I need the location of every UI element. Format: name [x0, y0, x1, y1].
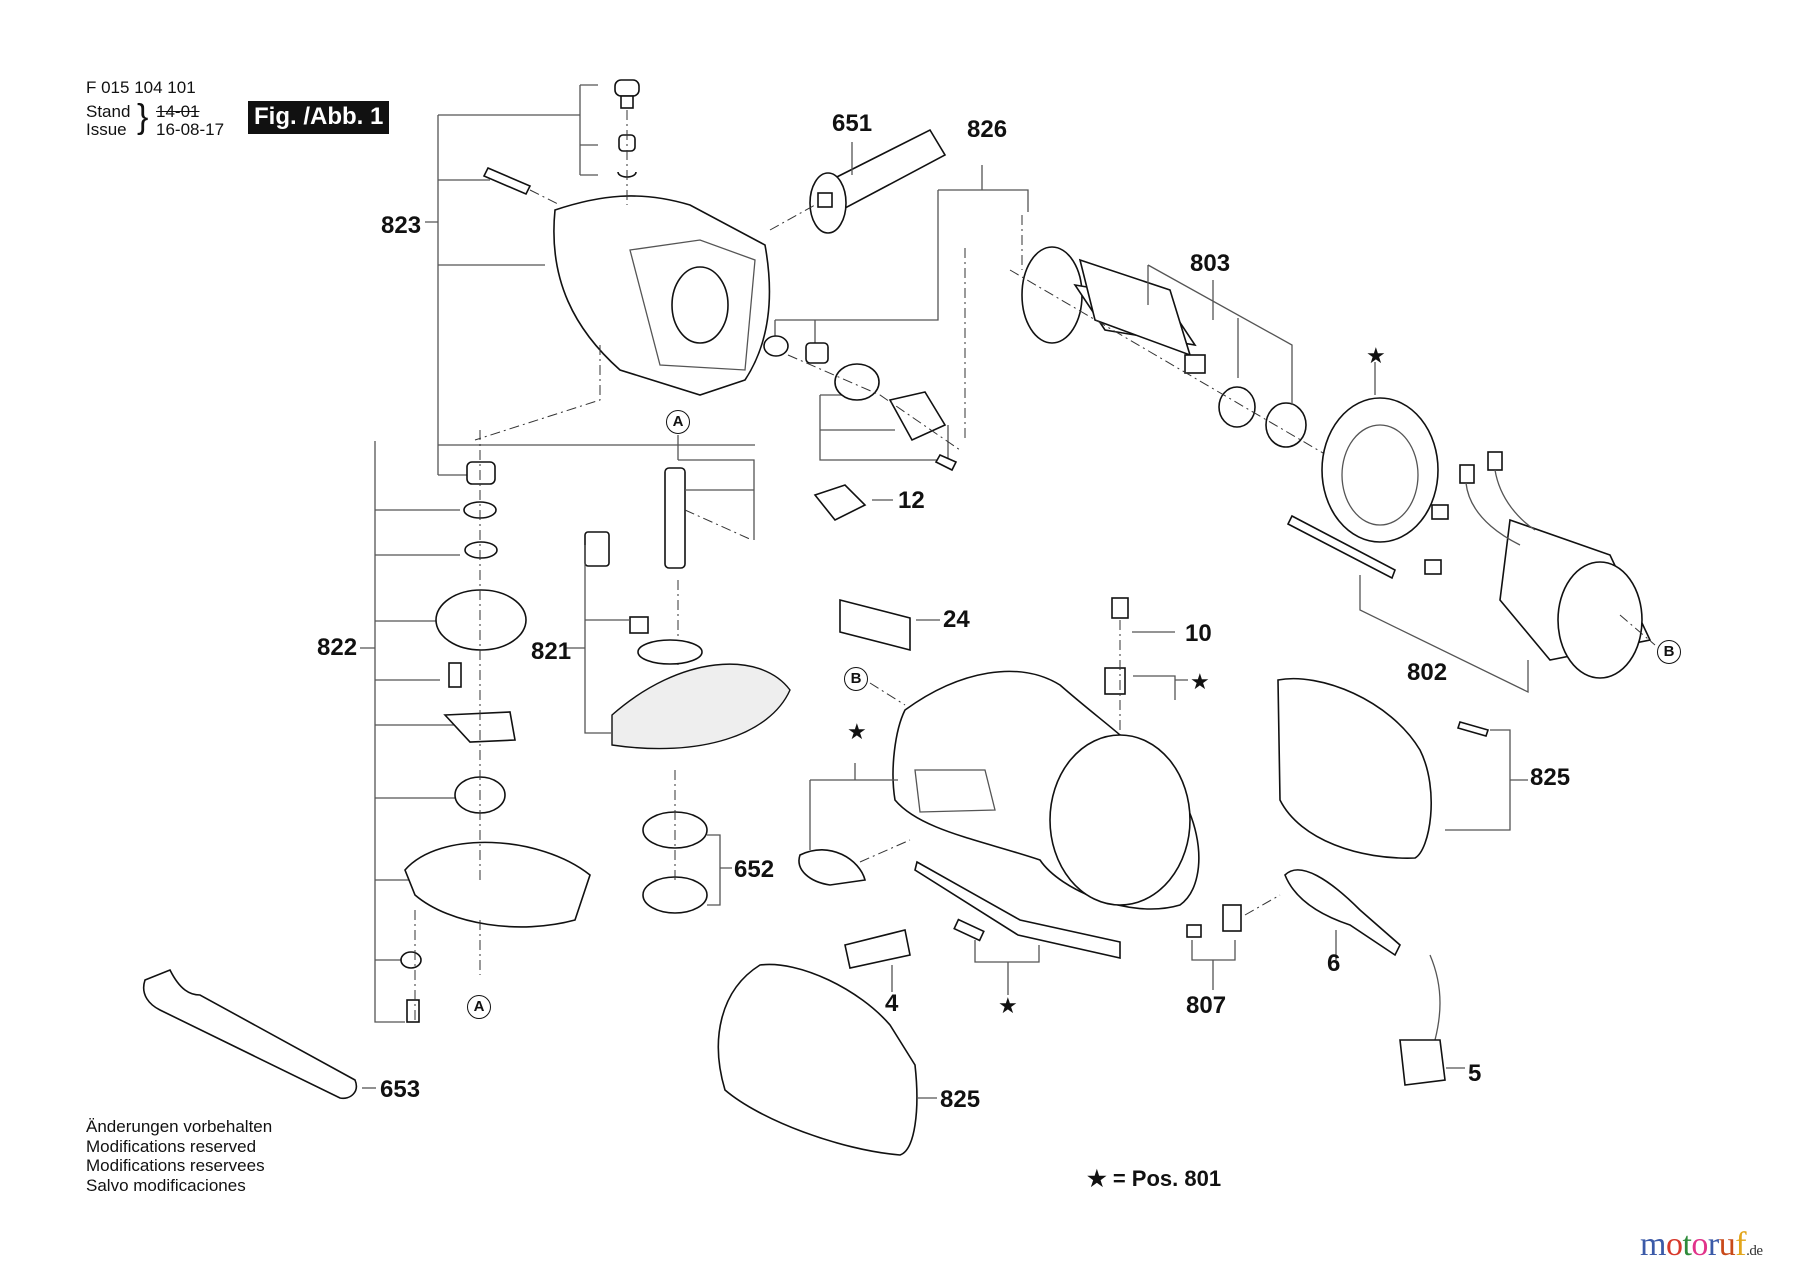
note-line: Modifications reserved: [86, 1136, 257, 1156]
switch-paddle: [798, 849, 866, 886]
note-line: Modifications reservees: [86, 1156, 265, 1175]
watermark-letter: u: [1718, 1226, 1736, 1263]
callout-823[interactable]: 823: [381, 212, 422, 239]
gear-stack: [400, 461, 591, 1023]
note-line: Änderungen vorbehalten: [86, 1117, 273, 1136]
motor-housing: [892, 670, 1200, 910]
star-marker-brush: ★: [1190, 669, 1210, 694]
watermark-letter: r: [1707, 1226, 1719, 1263]
gear-head-housing: [553, 195, 771, 396]
rear-handle-cover-bottom: [717, 963, 918, 1156]
callout-4[interactable]: 4: [885, 990, 899, 1017]
callout-6[interactable]: 6: [1327, 950, 1341, 977]
watermark-letter: o: [1665, 1226, 1683, 1263]
armature: [1021, 246, 1307, 448]
flange-nuts: [642, 811, 708, 914]
star-marker-fan-baffle: ★: [1366, 343, 1386, 368]
callout-651[interactable]: 651: [832, 110, 873, 137]
callout-802[interactable]: 802: [1407, 659, 1448, 686]
figure-badge: Fig. /Abb. 1: [248, 101, 390, 134]
star-marker-switch-group: ★: [847, 719, 867, 744]
pin-wrench: [142, 968, 358, 1100]
spindle: [664, 467, 686, 569]
star-legend: ★ = Pos. 801: [1087, 1166, 1222, 1191]
watermark-logo[interactable]: motoruf.de: [1640, 1226, 1763, 1264]
callout-10[interactable]: 10: [1185, 620, 1212, 647]
note-line: Salvo modificaciones: [86, 1175, 246, 1195]
document-number: F 015 104 101: [86, 78, 196, 97]
auxiliary-handle: [809, 128, 947, 234]
brush-holder-10: [1104, 597, 1129, 695]
callout-822[interactable]: 822: [317, 634, 358, 661]
rear-handle-cover-right: [1277, 677, 1432, 859]
interference-suppressor-24: [839, 598, 911, 652]
stand-value-struck: 14-01: [156, 102, 200, 121]
watermark-suffix: .de: [1746, 1243, 1763, 1259]
callout-653[interactable]: 653: [380, 1076, 421, 1103]
cable-clamp-807: [1186, 904, 1242, 938]
modification-notes: Änderungen vorbehalten Modifications res…: [86, 1117, 272, 1195]
issue-value: 16-08-17: [156, 120, 225, 139]
watermark-letter: m: [1640, 1226, 1666, 1263]
brace-icon: }: [137, 98, 149, 136]
spindle-lock-button: [614, 79, 640, 178]
issue-label: Issue: [86, 120, 127, 139]
cord-guard-6: [1284, 869, 1401, 957]
callout-652[interactable]: 652: [734, 856, 775, 883]
callout-825-right[interactable]: 825: [1530, 764, 1571, 791]
callout-826[interactable]: 826: [967, 116, 1008, 143]
callout-12[interactable]: 12: [898, 487, 925, 514]
watermark-letter: f: [1735, 1226, 1747, 1263]
screw-823: [482, 166, 532, 196]
callout-24[interactable]: 24: [943, 606, 970, 633]
callout-821[interactable]: 821: [531, 638, 572, 665]
leader-823: [425, 84, 755, 476]
leader-822: [360, 441, 460, 1023]
leader-826: [774, 165, 1029, 461]
star-marker-rod-group: ★: [998, 993, 1018, 1018]
callout-5[interactable]: 5: [1468, 1060, 1482, 1087]
callout-825-bottom[interactable]: 825: [940, 1086, 981, 1113]
reference-b-housing[interactable]: B: [844, 667, 868, 691]
capacitor-12: [813, 484, 867, 522]
fan-baffle: [1321, 397, 1439, 543]
stand-label: Stand: [86, 102, 131, 121]
reference-a-bottom[interactable]: A: [467, 995, 491, 1019]
callout-803[interactable]: 803: [1190, 250, 1231, 277]
guard: [584, 531, 791, 750]
reference-a-top[interactable]: A: [666, 410, 690, 434]
reference-b-right[interactable]: B: [1657, 640, 1681, 664]
plug-5: [1399, 954, 1446, 1086]
field-stator: [1286, 451, 1652, 679]
switch-rod: [914, 860, 1121, 960]
watermark-letter: o: [1691, 1226, 1708, 1263]
switch-4: [844, 929, 911, 969]
bearing-parts: [763, 335, 958, 472]
watermark-letter: t: [1682, 1226, 1692, 1263]
callout-807[interactable]: 807: [1186, 992, 1227, 1019]
